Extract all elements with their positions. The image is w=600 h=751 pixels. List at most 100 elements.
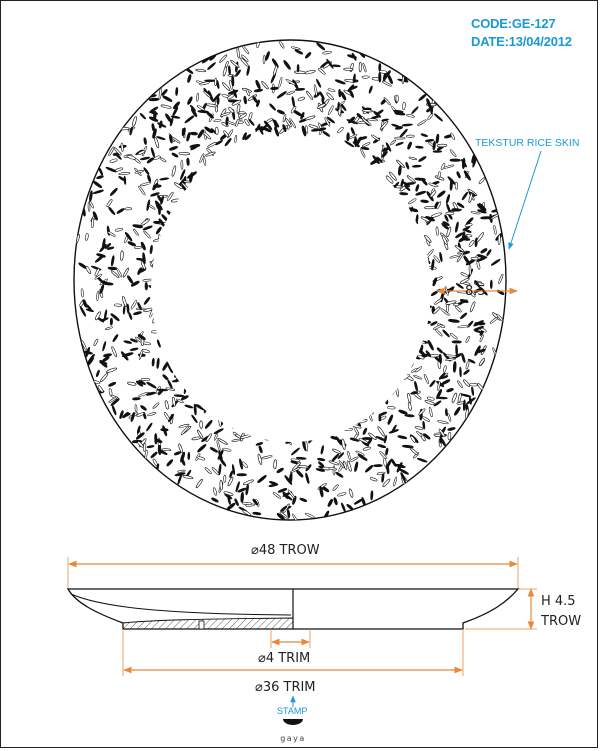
rice-grain <box>257 475 267 483</box>
rice-grain <box>444 214 449 222</box>
rice-grain <box>486 249 492 256</box>
rice-grain <box>236 473 247 477</box>
rice-grain <box>434 298 443 305</box>
rice-grain <box>451 392 458 403</box>
rice-grain <box>213 428 224 435</box>
rice-grain <box>244 134 252 141</box>
rice-grain <box>327 105 334 116</box>
rice-grain <box>252 96 258 104</box>
rice-grain <box>489 279 493 289</box>
rice-grain <box>139 113 147 120</box>
rice-grain <box>401 123 413 127</box>
rice-grain <box>150 192 160 197</box>
rice-grain <box>130 411 135 422</box>
rice-grain <box>326 116 335 124</box>
rice-grain <box>235 481 240 493</box>
rice-grain <box>383 457 387 467</box>
rice-grain <box>129 126 133 136</box>
rice-grain <box>160 104 172 109</box>
rice-grain <box>469 301 476 313</box>
rice-grain <box>107 231 116 237</box>
rice-grain <box>335 471 344 478</box>
rice-grain <box>364 464 374 473</box>
rice-grain <box>456 202 465 208</box>
rice-grain <box>438 372 446 380</box>
rice-grain <box>406 175 417 184</box>
rice-grain <box>137 334 146 341</box>
rice-grain <box>162 374 169 381</box>
rice-grain <box>196 92 200 102</box>
rice-grain <box>332 465 336 476</box>
rice-grain <box>447 427 456 431</box>
rice-grain <box>398 165 402 176</box>
rice-grain <box>111 346 118 358</box>
rice-grain <box>327 88 336 92</box>
rice-grain <box>137 441 144 448</box>
rice-grain <box>385 175 394 184</box>
rice-grain <box>207 62 216 70</box>
rice-grain <box>451 340 462 344</box>
rice-grain <box>222 66 227 77</box>
rice-grain <box>437 171 441 180</box>
rice-grain <box>157 194 163 204</box>
rice-grain <box>156 388 168 392</box>
rice-grain <box>313 84 318 96</box>
rice-grain <box>465 217 474 225</box>
rice-grain <box>445 211 455 216</box>
rice-grain <box>150 451 158 459</box>
rice-grain <box>390 458 397 467</box>
rice-grain <box>420 199 429 203</box>
rice-grain <box>408 156 417 161</box>
rice-grain <box>213 119 222 122</box>
rice-grain <box>142 252 146 265</box>
rice-grain <box>439 251 443 263</box>
rice-grain <box>396 159 405 168</box>
rice-grain <box>471 386 475 396</box>
rice-grain <box>437 190 446 198</box>
rice-grain <box>330 436 339 440</box>
rice-grain <box>170 115 181 119</box>
rice-grain <box>385 459 392 469</box>
rice-grain <box>239 458 243 470</box>
rice-grain <box>408 198 417 205</box>
rice-grain <box>461 191 469 201</box>
rice-grain <box>430 321 438 326</box>
rice-grain <box>228 107 235 114</box>
rice-grain <box>378 413 382 422</box>
rice-grain <box>470 211 481 215</box>
rice-grain <box>446 388 454 393</box>
rice-grain <box>445 408 448 417</box>
texture-leader-line <box>508 150 542 250</box>
rice-grain <box>425 350 432 357</box>
rice-grain <box>443 164 455 169</box>
rice-grain <box>278 40 285 49</box>
rice-grain <box>459 277 470 285</box>
rice-grain <box>328 460 340 466</box>
rice-grain <box>79 306 87 317</box>
rice-grain <box>273 65 278 76</box>
rice-grain <box>224 493 233 500</box>
rice-grain <box>245 88 250 97</box>
rice-grain <box>361 75 370 79</box>
rice-grain <box>319 91 325 100</box>
rice-grain <box>270 86 279 91</box>
rice-grain <box>234 135 237 143</box>
rice-grain <box>479 334 484 342</box>
rice-grain <box>348 488 354 498</box>
rice-grain <box>338 460 345 469</box>
rice-grain <box>97 385 104 393</box>
rice-grain <box>241 461 248 469</box>
rice-grain <box>418 93 427 101</box>
rice-grain <box>379 70 388 74</box>
rice-grain <box>122 267 129 278</box>
rice-grain <box>268 483 278 488</box>
rice-grain <box>172 396 176 407</box>
rice-grain <box>473 326 485 331</box>
rice-grain <box>110 255 115 267</box>
rice-grain <box>346 460 352 472</box>
rice-grain <box>347 450 351 460</box>
rice-grain <box>235 118 240 127</box>
rice-grain <box>353 498 364 505</box>
rice-grain <box>152 458 158 466</box>
rice-grain <box>205 433 212 442</box>
